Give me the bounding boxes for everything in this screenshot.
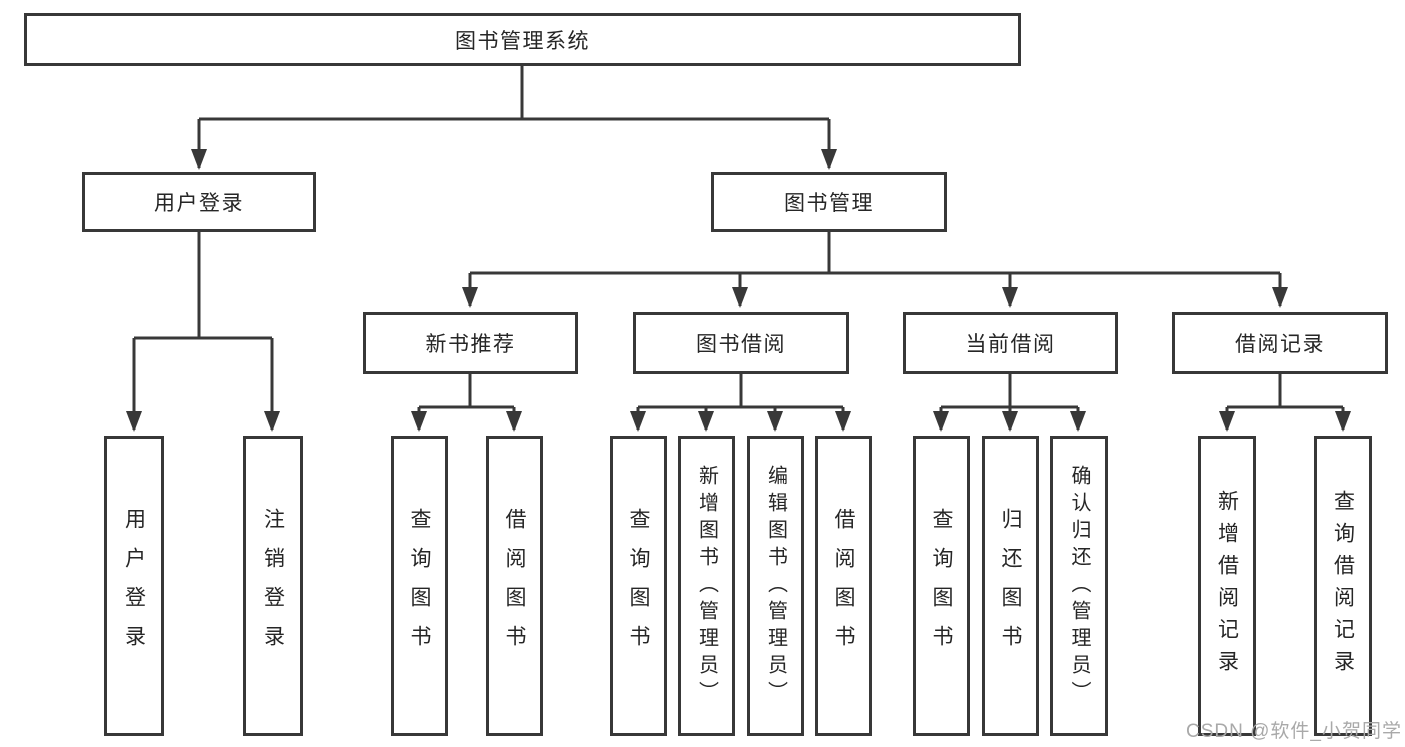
leaf-bb-add-books-admin-label: 新增图书（管理员） (695, 464, 718, 708)
leaf-bb-edit-books-admin-label: 编辑图书（管理员） (764, 464, 787, 708)
leaf-rec-borrow-books-label: 借阅图书 (503, 508, 526, 664)
node-user-login-label: 用户登录 (154, 192, 244, 215)
node-borrowing-records-label: 借阅记录 (1235, 333, 1325, 356)
node-borrowing-records: 借阅记录 (1172, 312, 1388, 374)
leaf-cb-return-books-label: 归还图书 (999, 508, 1022, 664)
node-library-management-system-label: 图书管理系统 (455, 29, 590, 53)
node-new-book-recommendation-label: 新书推荐 (425, 333, 516, 356)
leaf-user-login: 用户登录 (104, 436, 164, 736)
node-current-borrowing: 当前借阅 (903, 312, 1118, 374)
node-book-borrowing: 图书借阅 (633, 312, 849, 374)
node-new-book-recommendation: 新书推荐 (363, 312, 578, 374)
leaf-br-query-record: 查询借阅记录 (1314, 436, 1372, 736)
leaf-br-query-record-label: 查询借阅记录 (1331, 490, 1355, 682)
leaf-user-login-label: 用户登录 (122, 508, 146, 664)
leaf-br-add-record-label: 新增借阅记录 (1215, 490, 1239, 682)
node-library-management-system: 图书管理系统 (24, 13, 1021, 66)
leaf-bb-borrow-books-label: 借阅图书 (832, 508, 855, 664)
csdn-watermark: CSDN @软件_小贺同学 (1186, 721, 1402, 742)
leaf-br-add-record: 新增借阅记录 (1198, 436, 1256, 736)
leaf-cb-confirm-return-admin-label: 确认归还（管理员） (1068, 464, 1090, 708)
leaf-bb-edit-books-admin: 编辑图书（管理员） (747, 436, 804, 736)
leaf-bb-query-books: 查询图书 (610, 436, 667, 736)
leaf-bb-query-books-label: 查询图书 (627, 508, 650, 664)
leaf-cb-query-books: 查询图书 (913, 436, 970, 736)
leaf-rec-query-books: 查询图书 (391, 436, 448, 736)
node-user-login: 用户登录 (82, 172, 316, 232)
leaf-cb-query-books-label: 查询图书 (930, 508, 953, 664)
leaf-logout: 注销登录 (243, 436, 303, 736)
leaf-rec-borrow-books: 借阅图书 (486, 436, 543, 736)
leaf-cb-return-books: 归还图书 (982, 436, 1039, 736)
leaf-rec-query-books-label: 查询图书 (408, 508, 431, 664)
node-current-borrowing-label: 当前借阅 (965, 333, 1056, 356)
leaf-cb-confirm-return-admin: 确认归还（管理员） (1050, 436, 1108, 736)
node-book-management: 图书管理 (711, 172, 947, 232)
node-book-management-label: 图书管理 (784, 192, 874, 215)
leaf-bb-borrow-books: 借阅图书 (815, 436, 872, 736)
leaf-bb-add-books-admin: 新增图书（管理员） (678, 436, 735, 736)
node-book-borrowing-label: 图书借阅 (696, 333, 786, 356)
leaf-logout-label: 注销登录 (261, 508, 285, 664)
